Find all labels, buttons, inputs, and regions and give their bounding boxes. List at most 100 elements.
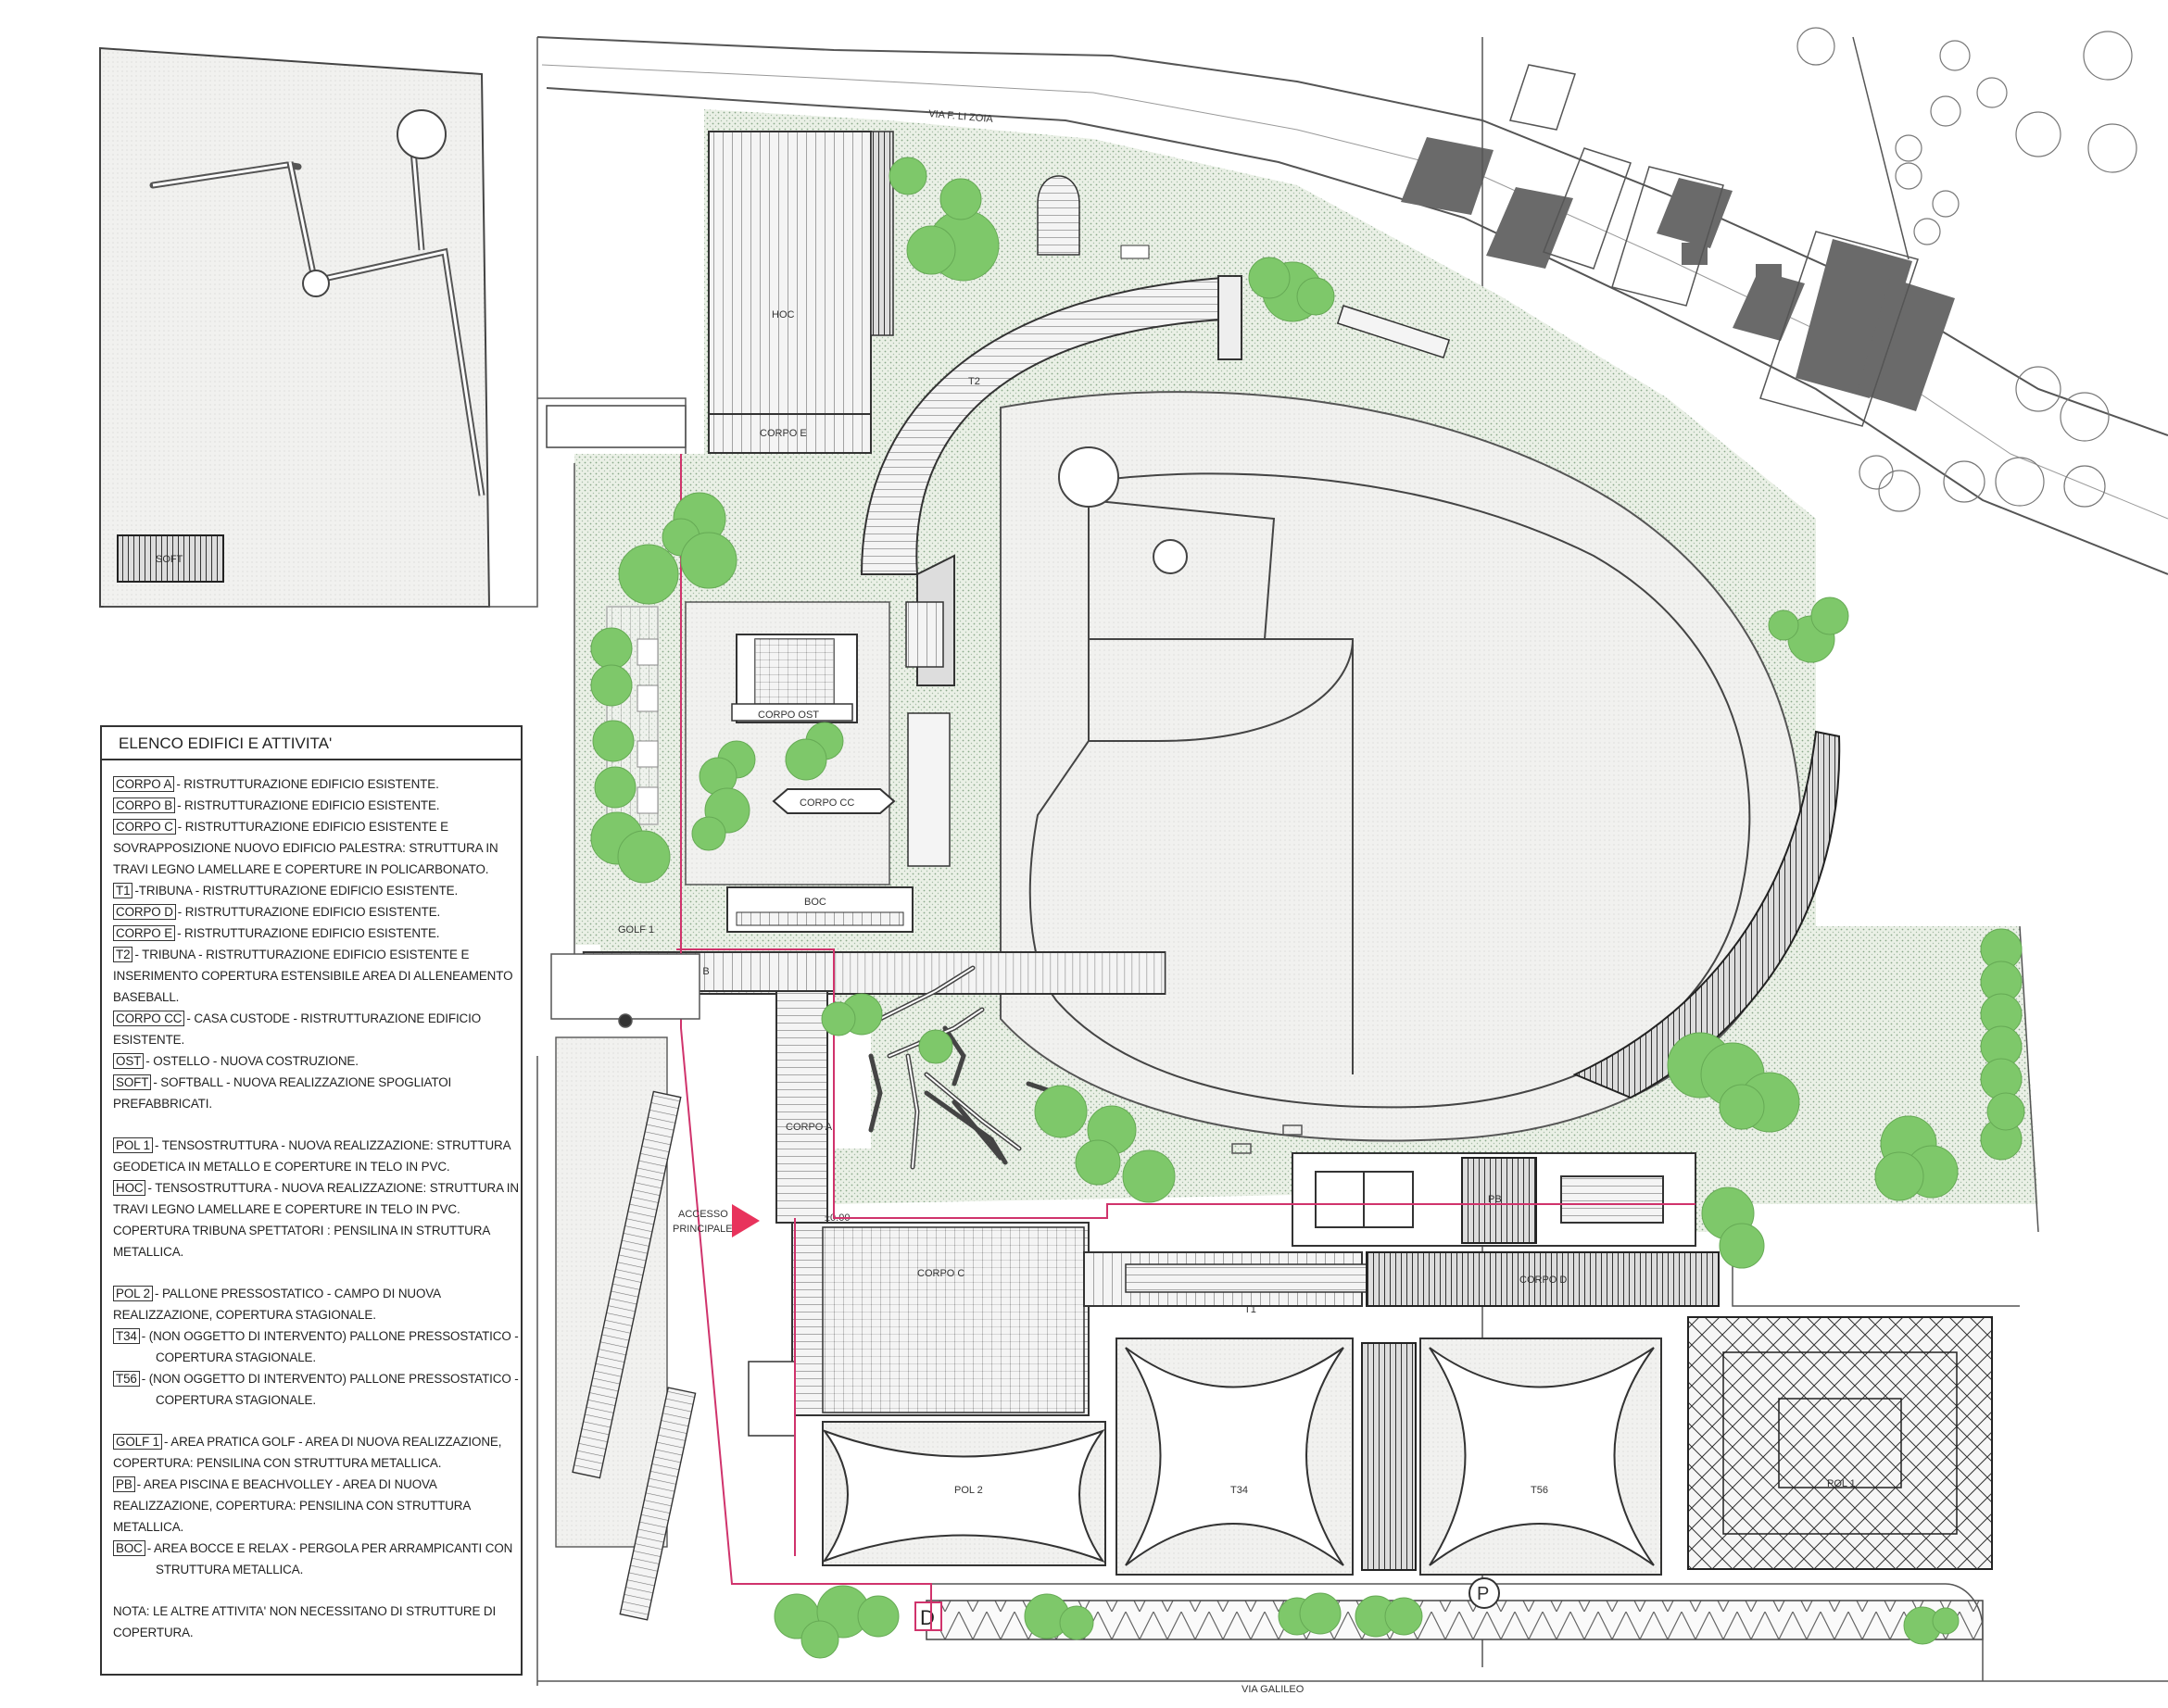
legend-entry: CORPO CC- CASA CUSTODE - RISTRUTTURAZION…: [113, 1008, 521, 1050]
legend-entry: HOC- TENSOSTRUTTURA - NUOVA REALIZZAZION…: [113, 1177, 521, 1262]
legend-text: STRUTTURA METALLICA.: [156, 1563, 304, 1576]
golf-label: GOLF 1: [618, 924, 654, 936]
boc-label: BOC: [804, 897, 826, 908]
legend-text: METALLICA.: [113, 1520, 184, 1534]
legend-code: CORPO A: [113, 776, 175, 792]
legend-text: TRAVI LEGNO LAMELLARE E COPERTURE IN POL…: [113, 862, 489, 876]
legend-gap: [113, 1580, 521, 1601]
t1-label: T1: [1244, 1304, 1256, 1315]
legend-line: NOTA: LE ALTRE ATTIVITA' NON NECESSITANO…: [113, 1601, 521, 1622]
accesso-label: ACCESSO: [678, 1209, 728, 1220]
d-marker: D: [920, 1606, 935, 1629]
access-arrow: [732, 1204, 760, 1237]
legend-code: POL 2: [113, 1286, 153, 1301]
central-west-buildings: CORPO OST CORPO CC BOC: [685, 601, 951, 933]
west-parking: [555, 606, 697, 1621]
legend-code: BOC: [113, 1540, 145, 1556]
pb-block: PB: [1292, 1152, 1696, 1247]
pol1-label: POL 1: [1827, 1478, 1856, 1489]
legend-text: SOVRAPPOSIZIONE NUOVO EDIFICIO PALESTRA:…: [113, 841, 498, 855]
legend-line: T34- (NON OGGETTO DI INTERVENTO) PALLONE…: [113, 1325, 521, 1347]
legend-line: STRUTTURA METALLICA.: [113, 1559, 521, 1580]
legend-entry: T1-TRIBUNA - RISTRUTTURAZIONE EDIFICIO E…: [113, 880, 521, 901]
legend-title: ELENCO EDIFICI E ATTIVITA': [102, 727, 521, 760]
legend-line: CORPO D- RISTRUTTURAZIONE EDIFICIO ESIST…: [113, 901, 521, 923]
pol1-dome: POL 1: [1687, 1316, 1993, 1570]
legend-entry: T56- (NON OGGETTO DI INTERVENTO) PALLONE…: [113, 1368, 521, 1411]
legend-line: COPERTURA TRIBUNA SPETTATORI : PENSILINA…: [113, 1220, 521, 1241]
legend-text: COPERTURA STAGIONALE.: [156, 1393, 317, 1407]
legend-code: SOFT: [113, 1074, 152, 1090]
legend-line: PREFABBRICATI.: [113, 1093, 521, 1114]
legend-code: CORPO B: [113, 797, 176, 813]
corpo-c-block: CORPO C T1 CORPO D ±0.00: [748, 1212, 1720, 1437]
legend-text: INSERIMENTO COPERTURA ESTENSIBILE AREA D…: [113, 969, 513, 983]
legend-text: - RISTRUTTURAZIONE EDIFICIO ESISTENTE.: [176, 777, 439, 791]
legend-line: SOVRAPPOSIZIONE NUOVO EDIFICIO PALESTRA:…: [113, 837, 521, 859]
legend-line: CORPO A- RISTRUTTURAZIONE EDIFICIO ESIST…: [113, 773, 521, 795]
legend-line: COPERTURA STAGIONALE.: [113, 1347, 521, 1368]
street-bottom-label: VIA GALILEO: [1242, 1684, 1305, 1695]
legend-text: - SOFTBALL - NUOVA REALIZZAZIONE SPOGLIA…: [153, 1075, 452, 1089]
legend-text: REALIZZAZIONE, COPERTURA: PENSILINA CON …: [113, 1499, 472, 1513]
legend-text: BASEBALL.: [113, 990, 180, 1004]
legend-text: - TENSOSTRUTTURA - NUOVA REALIZZAZIONE: …: [154, 1138, 511, 1152]
legend-code: T34: [113, 1328, 140, 1344]
legend-code: HOC: [113, 1180, 146, 1196]
legend-line: TRAVI LEGNO LAMELLARE E COPERTURE IN TEL…: [113, 1199, 521, 1220]
legend-code: T1: [113, 883, 133, 898]
principale-label: PRINCIPALE: [673, 1224, 733, 1235]
legend-line: ESISTENTE.: [113, 1029, 521, 1050]
legend-line: CORPO E- RISTRUTTURAZIONE EDIFICIO ESIST…: [113, 923, 521, 944]
access-path: [676, 454, 1695, 1630]
legend-gap: [113, 1262, 521, 1283]
legend-entry: T34- (NON OGGETTO DI INTERVENTO) PALLONE…: [113, 1325, 521, 1368]
legend-gap: [113, 1411, 521, 1431]
legend-line: CORPO C- RISTRUTTURAZIONE EDIFICIO ESIST…: [113, 816, 521, 837]
legend-entry: POL 1- TENSOSTRUTTURA - NUOVA REALIZZAZI…: [113, 1135, 521, 1177]
t2-label: T2: [968, 376, 980, 387]
legend-line: COPERTURA.: [113, 1622, 521, 1643]
golf-paths-inner: [879, 967, 1020, 1168]
legend-code: CORPO C: [113, 819, 176, 835]
legend-panel: ELENCO EDIFICI E ATTIVITA' CORPO A- RIST…: [100, 725, 523, 1676]
legend-text: - RISTRUTTURAZIONE EDIFICIO ESISTENTE.: [177, 926, 440, 940]
legend-text: - TENSOSTRUTTURA - NUOVA REALIZZAZIONE: …: [147, 1181, 519, 1195]
t34-label: T34: [1230, 1485, 1248, 1496]
legend-text: ESISTENTE.: [113, 1033, 185, 1047]
legend-code: CORPO CC: [113, 1011, 185, 1026]
legend-line: BASEBALL.: [113, 986, 521, 1008]
legend-code: CORPO D: [113, 904, 176, 920]
legend-line: POL 2- PALLONE PRESSOSTATICO - CAMPO DI …: [113, 1283, 521, 1304]
corpo-cc-label: CORPO CC: [800, 797, 854, 809]
legend-entry: GOLF 1- AREA PRATICA GOLF - AREA DI NUOV…: [113, 1431, 521, 1474]
baseball-field: [1000, 391, 1802, 1142]
legend-text: NOTA: LE ALTRE ATTIVITA' NON NECESSITANO…: [113, 1604, 497, 1618]
legend-text: REALIZZAZIONE, COPERTURA STAGIONALE.: [113, 1308, 376, 1322]
legend-line: HOC- TENSOSTRUTTURA - NUOVA REALIZZAZION…: [113, 1177, 521, 1199]
legend-line: METALLICA.: [113, 1516, 521, 1538]
legend-entry: POL 2- PALLONE PRESSOSTATICO - CAMPO DI …: [113, 1283, 521, 1325]
gate-structure: [1037, 175, 1451, 359]
legend-code: POL 1: [113, 1137, 153, 1153]
legend-line: COPERTURA: PENSILINA CON STRUTTURA METAL…: [113, 1452, 521, 1474]
legend-line: POL 1- TENSOSTRUTTURA - NUOVA REALIZZAZI…: [113, 1135, 521, 1156]
legend-text: - AREA PRATICA GOLF - AREA DI NUOVA REAL…: [164, 1435, 502, 1449]
dome-divider: [1361, 1342, 1417, 1571]
corpo-a-label: CORPO A: [786, 1122, 833, 1133]
legend-line: T2- TRIBUNA - RISTRUTTURAZIONE EDIFICIO …: [113, 944, 521, 965]
left-strip-boxes: [637, 638, 659, 814]
legend-text: - RISTRUTTURAZIONE EDIFICIO ESISTENTE E: [177, 820, 448, 834]
legend-text: - (NON OGGETTO DI INTERVENTO) PALLONE PR…: [141, 1372, 519, 1386]
legend-line: REALIZZAZIONE, COPERTURA STAGIONALE.: [113, 1304, 521, 1325]
bottom-parking: P D VIA GALILEO: [537, 1577, 2168, 1695]
outfield-stand: [1572, 730, 1841, 1099]
legend-line: COPERTURA STAGIONALE.: [113, 1389, 521, 1411]
legend-line: CORPO CC- CASA CUSTODE - RISTRUTTURAZION…: [113, 1008, 521, 1029]
legend-line: PB- AREA PISCINA E BEACHVOLLEY - AREA DI…: [113, 1474, 521, 1495]
corpo-d-label: CORPO D: [1519, 1275, 1567, 1286]
outline-trees: [1796, 27, 2137, 512]
legend-line: T1-TRIBUNA - RISTRUTTURAZIONE EDIFICIO E…: [113, 880, 521, 901]
legend-text: COPERTURA.: [113, 1626, 194, 1639]
